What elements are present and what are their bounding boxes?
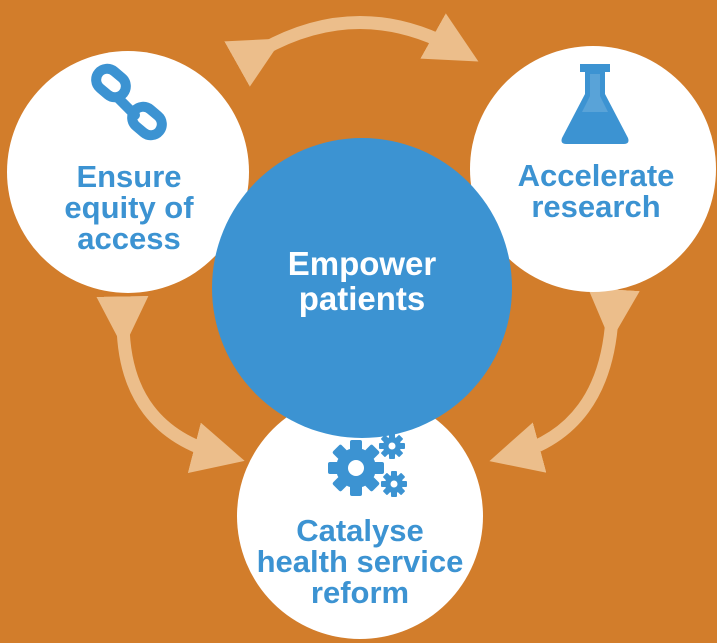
label-line: Accelerate	[517, 158, 675, 193]
label-line: access	[77, 221, 181, 256]
node-catalyse-reform-label: Catalyse health service reform	[245, 515, 475, 608]
label-line: Empower	[287, 245, 437, 282]
label-line: research	[531, 189, 661, 224]
arrow-top	[224, 13, 479, 87]
node-ensure-equity-label: Ensure equity of access	[47, 161, 211, 254]
node-empower-patients	[212, 138, 512, 438]
label-line: reform	[310, 575, 410, 610]
node-empower-patients-label: Empower patients	[262, 246, 462, 316]
node-accelerate-research-label: Accelerate research	[498, 160, 694, 222]
gears-icon	[328, 433, 407, 497]
label-line: Catalyse	[296, 513, 424, 548]
label-line: Ensure	[76, 159, 182, 194]
label-line: health service	[256, 544, 464, 579]
flask-icon	[561, 64, 629, 144]
arrow-left	[96, 295, 245, 474]
arrow-right	[489, 287, 640, 473]
label-line: equity of	[64, 190, 194, 225]
chain-link-icon	[91, 63, 167, 141]
label-line: patients	[298, 280, 426, 317]
